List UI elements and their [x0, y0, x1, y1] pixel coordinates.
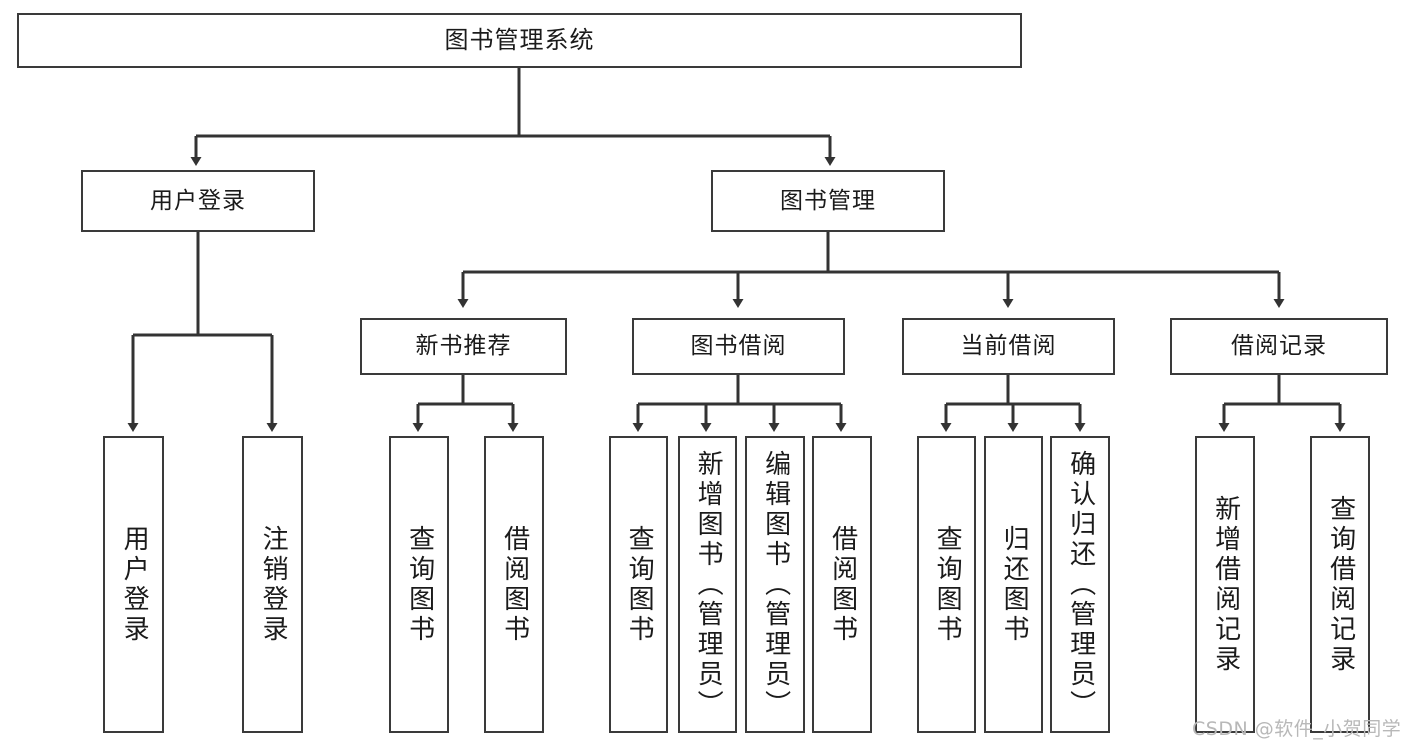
leaf-newbook-query-book-label: 查询图书 — [404, 524, 435, 645]
node-root[interactable]: 图书管理系统 — [17, 13, 1022, 68]
leaf-current-return-book-label: 归还图书 — [999, 524, 1030, 645]
node-current-borrow[interactable]: 当前借阅 — [902, 318, 1115, 375]
leaf-current-confirm-return-label: 确认归还（管理员） — [1065, 449, 1096, 720]
node-borrow-record-label: 借阅记录 — [1231, 333, 1327, 360]
leaf-current-query-book[interactable]: 查询图书 — [917, 436, 976, 733]
leaf-newbook-query-book[interactable]: 查询图书 — [389, 436, 449, 733]
leaf-borrow-borrow-book[interactable]: 借阅图书 — [812, 436, 872, 733]
leaf-record-query[interactable]: 查询借阅记录 — [1310, 436, 1370, 733]
node-book-borrow[interactable]: 图书借阅 — [632, 318, 845, 375]
leaf-record-add[interactable]: 新增借阅记录 — [1195, 436, 1255, 733]
node-book-borrow-label: 图书借阅 — [690, 333, 787, 360]
node-borrow-record[interactable]: 借阅记录 — [1170, 318, 1388, 375]
leaf-borrow-borrow-book-label: 借阅图书 — [827, 524, 858, 645]
leaf-newbook-borrow-book-label: 借阅图书 — [499, 524, 530, 645]
node-book-management[interactable]: 图书管理 — [711, 170, 945, 232]
leaf-borrow-edit-book-label: 编辑图书（管理员） — [760, 449, 791, 720]
node-new-book-recommend-label: 新书推荐 — [415, 333, 512, 360]
leaf-current-return-book[interactable]: 归还图书 — [984, 436, 1043, 733]
leaf-borrow-add-book[interactable]: 新增图书（管理员） — [678, 436, 737, 733]
leaf-borrow-query-book-label: 查询图书 — [624, 524, 655, 645]
node-new-book-recommend[interactable]: 新书推荐 — [360, 318, 567, 375]
node-user-login-label: 用户登录 — [150, 187, 246, 214]
leaf-newbook-borrow-book[interactable]: 借阅图书 — [484, 436, 544, 733]
node-book-management-label: 图书管理 — [780, 187, 876, 214]
csdn-watermark: CSDN @软件_小贺同学 — [1192, 718, 1402, 740]
leaf-current-confirm-return[interactable]: 确认归还（管理员） — [1050, 436, 1110, 733]
leaf-borrow-query-book[interactable]: 查询图书 — [609, 436, 668, 733]
node-user-login[interactable]: 用户登录 — [81, 170, 315, 232]
node-current-borrow-label: 当前借阅 — [960, 333, 1057, 360]
leaf-user-logout-label: 注销登录 — [258, 524, 289, 645]
leaf-borrow-edit-book[interactable]: 编辑图书（管理员） — [745, 436, 805, 733]
leaf-borrow-add-book-label: 新增图书（管理员） — [693, 449, 724, 720]
leaf-user-logout[interactable]: 注销登录 — [242, 436, 303, 733]
leaf-record-query-label: 查询借阅记录 — [1325, 494, 1356, 675]
leaf-current-query-book-label: 查询图书 — [932, 524, 963, 645]
node-root-label: 图书管理系统 — [444, 25, 595, 54]
leaf-user-login[interactable]: 用户登录 — [103, 436, 164, 733]
leaf-record-add-label: 新增借阅记录 — [1210, 494, 1241, 675]
leaf-user-login-label: 用户登录 — [119, 524, 150, 645]
